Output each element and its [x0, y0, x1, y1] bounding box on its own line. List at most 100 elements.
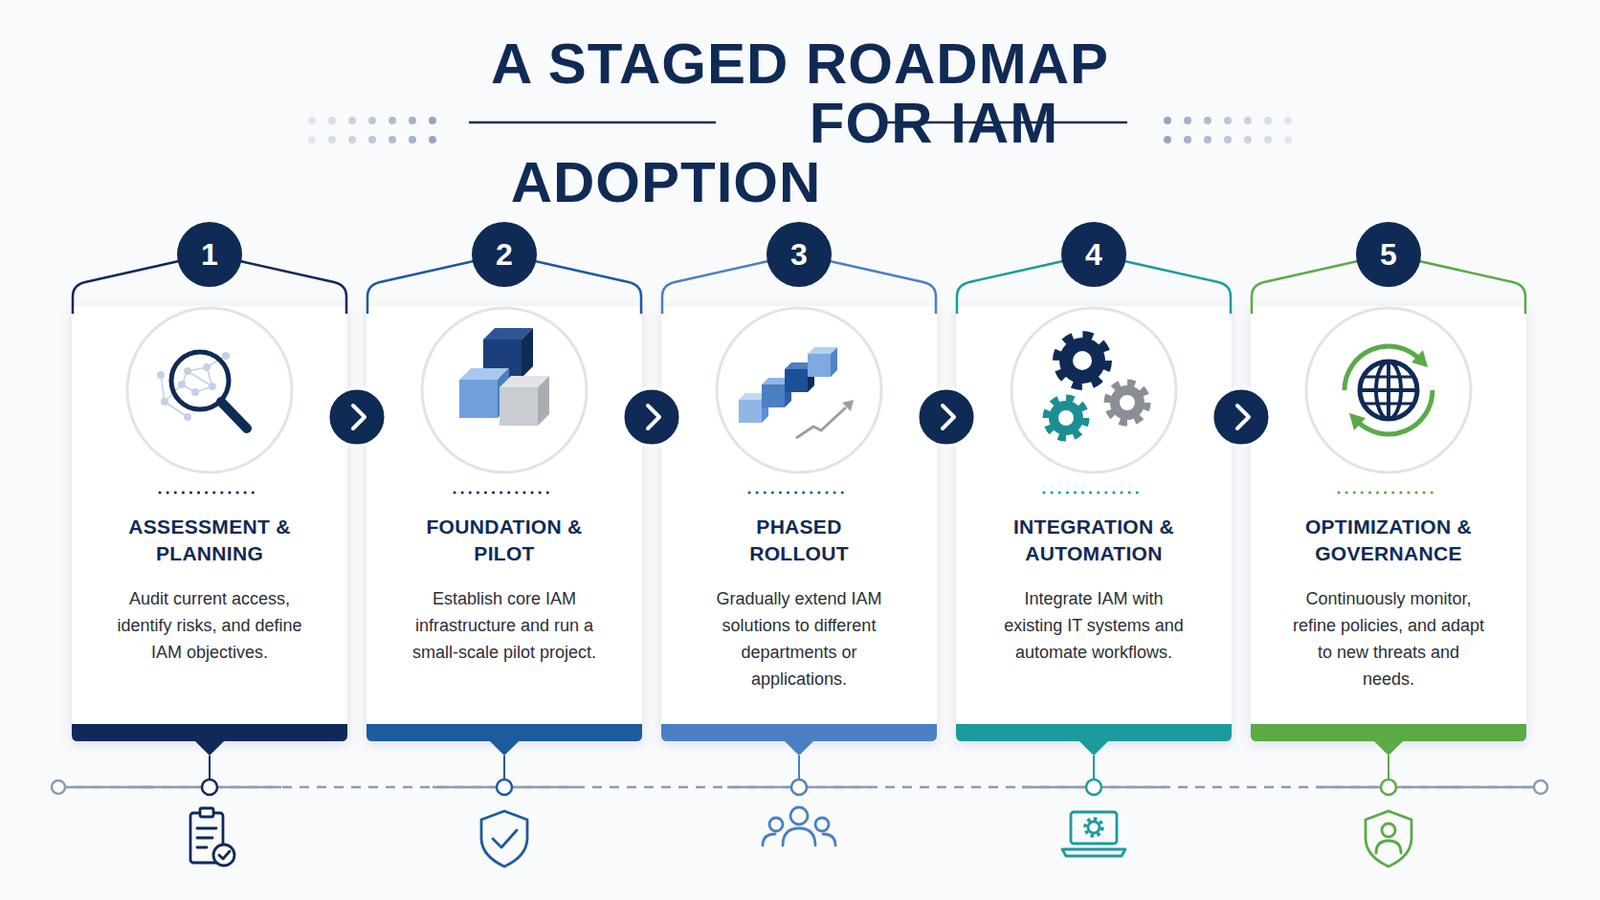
- clipboard-icon: [197, 827, 217, 831]
- globe-cycle-icon: [1349, 413, 1366, 431]
- cubes-icon: [499, 387, 538, 426]
- card-top-outline: [367, 261, 474, 314]
- magnifier-icon: [160, 398, 169, 406]
- people-icon: [822, 834, 836, 846]
- dot-pattern: [1163, 135, 1172, 144]
- magnifier-icon: [156, 352, 247, 429]
- card-pointer: [1373, 740, 1404, 756]
- globe-cycle-icon: [1376, 361, 1401, 420]
- timeline: [51, 780, 66, 795]
- shield-user-icon: [1376, 841, 1401, 854]
- magnifier-icon: [160, 375, 165, 402]
- magnifier-icon: [187, 367, 207, 372]
- timeline: [208, 755, 211, 780]
- chevron-badge: [1212, 388, 1270, 446]
- gears-icon: [1048, 400, 1084, 436]
- dotted-divider: [159, 491, 260, 495]
- card-outline: [366, 220, 643, 756]
- title-rule: [468, 121, 1128, 125]
- dot-pattern: [1244, 116, 1252, 125]
- magnifier-icon: [222, 352, 230, 360]
- step-card: 2FOUNDATION & PILOTEstablish core IAM in…: [366, 220, 643, 756]
- icon-ring: [716, 308, 882, 473]
- magnifier-icon: [221, 401, 247, 429]
- dot-pattern: [408, 116, 417, 125]
- dot-pattern: [1284, 116, 1292, 125]
- people-icon: [815, 818, 829, 832]
- dot-pattern: [1264, 135, 1272, 144]
- diagram-title: A STAGED ROADMAP FOR IAM ADOPTION: [490, 31, 1110, 215]
- chevron-arrow: [942, 405, 955, 429]
- growth-steps-icon: [761, 377, 792, 385]
- gears-icon: [1059, 337, 1106, 384]
- flow-connector-group: [622, 388, 681, 446]
- step-number: 1: [177, 229, 243, 280]
- timeline: [1022, 786, 1166, 790]
- magnifier-icon: [171, 352, 229, 410]
- card-top-outline: [240, 261, 347, 314]
- growth-steps-icon: [807, 347, 838, 355]
- growth-steps-icon: [784, 377, 792, 408]
- chevron-arrow: [353, 405, 365, 429]
- magnifier-icon: [208, 382, 217, 391]
- gears-icon: [1058, 410, 1074, 426]
- step-heading: OPTIMIZATION & GOVERNANCE: [1297, 513, 1480, 568]
- growth-steps-icon: [761, 393, 769, 423]
- dotted-divider: [1044, 491, 1144, 495]
- step-description: Audit current access, identify risks, an…: [111, 585, 308, 667]
- globe-cycle-icon: [1364, 402, 1413, 406]
- card-top-outline: [1419, 261, 1526, 314]
- laptop-gear-icon: [1070, 812, 1117, 845]
- timeline: [58, 786, 1541, 790]
- dot-pattern: [308, 116, 1292, 144]
- dot-pattern: [328, 135, 336, 144]
- globe-cycle-icon: [1359, 388, 1418, 393]
- flow-connector: [347, 416, 367, 420]
- step-heading: INTEGRATION & AUTOMATION: [1002, 513, 1185, 568]
- growth-steps-icon: [807, 354, 831, 378]
- icon-ring: [1306, 308, 1471, 473]
- dot-pattern: [368, 135, 377, 144]
- card-color-band: [1250, 724, 1527, 742]
- globe-cycle-icon: [1411, 350, 1428, 368]
- dot-pattern: [1223, 135, 1232, 144]
- clipboard-icon: [200, 808, 214, 818]
- step-description: Establish core IAM infrastructure and ru…: [406, 585, 602, 667]
- icon-ring: [127, 308, 292, 473]
- laptop-gear-icon: [1062, 849, 1126, 857]
- cubes-icon: [459, 328, 550, 426]
- timeline: [503, 755, 506, 780]
- icon-ring: [127, 308, 1471, 473]
- chevron-badge: [328, 388, 386, 446]
- step-description: Integrate IAM with existing IT systems a…: [996, 585, 1192, 667]
- cubes-icon: [459, 368, 510, 380]
- clipboard-icon: [197, 846, 207, 850]
- card-body: [366, 306, 643, 742]
- growth-steps-icon: [738, 393, 769, 400]
- flow-connector-group: [917, 388, 976, 446]
- shield-user-icon: [1365, 811, 1412, 867]
- timeline: [1387, 755, 1390, 780]
- dot-pattern: [428, 116, 437, 125]
- timeline: [1444, 786, 1541, 790]
- card-pointer: [1078, 740, 1110, 756]
- gears-icon: [1107, 382, 1148, 423]
- card-color-band: [366, 724, 643, 742]
- dot-pattern: [1284, 135, 1292, 144]
- step-card: 5OPTIMIZATION & GOVERNANCEContinuously m…: [1250, 220, 1527, 756]
- growth-steps-icon: [796, 407, 846, 439]
- timeline: [496, 779, 512, 796]
- dot-pattern: [1183, 135, 1192, 144]
- step-number: 2: [471, 229, 537, 280]
- cubes-icon: [521, 328, 534, 378]
- card-pointer: [194, 740, 225, 756]
- gears-icon: [1110, 385, 1145, 421]
- timeline: [58, 786, 154, 790]
- flow-connector: [936, 416, 956, 420]
- card-outline: [71, 220, 348, 756]
- magnifier-icon: [164, 384, 182, 402]
- dot-pattern: [1223, 116, 1232, 125]
- timeline: [1092, 755, 1095, 780]
- clipboard-icon: [190, 813, 223, 864]
